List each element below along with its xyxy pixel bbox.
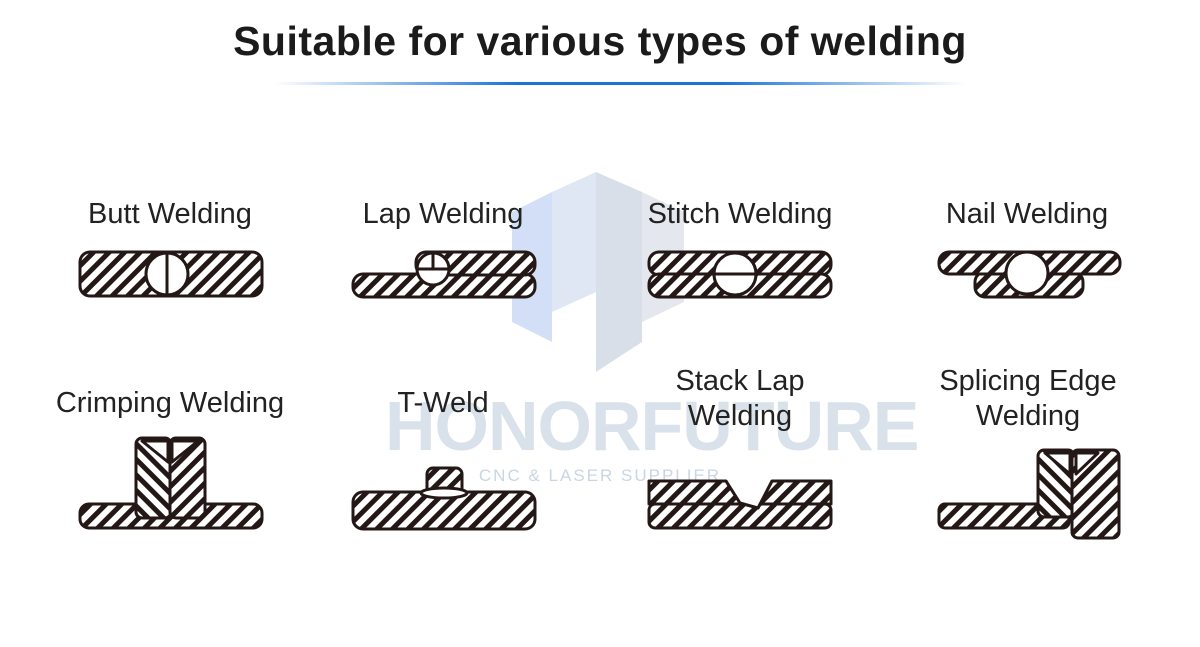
label-stack-lap-welding: Stack Lap Welding: [675, 365, 805, 432]
diagram-nail-welding: [937, 250, 1122, 299]
label-t-weld: T-Weld: [397, 387, 489, 419]
label-stitch-welding: Stitch Welding: [647, 198, 833, 230]
diagram-t-weld: [351, 466, 537, 531]
diagram-lap-welding: [351, 250, 537, 299]
label-lap-welding: Lap Welding: [362, 198, 524, 230]
label-splicing-edge-welding: Splicing Edge Welding: [939, 365, 1117, 432]
diagram-crimping-welding: [78, 436, 264, 530]
diagram-butt-welding: [78, 250, 264, 298]
diagram-stack-lap-welding: [647, 479, 833, 530]
diagram-stitch-welding: [647, 250, 833, 299]
label-nail-welding: Nail Welding: [945, 198, 1109, 230]
page-title: Suitable for various types of welding: [233, 18, 967, 64]
diagram-splicing-edge-welding: [937, 448, 1121, 540]
label-butt-welding: Butt Welding: [88, 198, 252, 230]
title-underline: [275, 82, 965, 85]
label-crimping-welding: Crimping Welding: [55, 387, 285, 419]
